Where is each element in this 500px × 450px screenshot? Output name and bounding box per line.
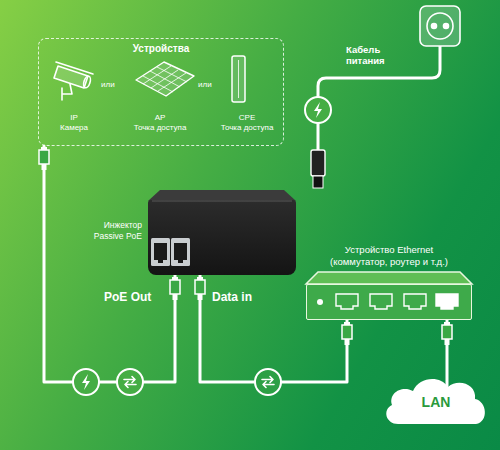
port-notch: [158, 260, 163, 263]
cable-link: [44, 146, 175, 382]
socket-hole: [432, 24, 437, 29]
plug-body: [39, 150, 49, 164]
device-label: Камера: [60, 123, 88, 133]
port-outline: [404, 294, 426, 309]
symbol-circle: [255, 369, 281, 395]
ethernet-port: [370, 294, 392, 309]
rj45-plug: [195, 277, 205, 300]
plug-body: [442, 325, 452, 339]
plug-boot: [345, 339, 350, 345]
device-item: CPEТочка доступа: [213, 57, 281, 143]
device-label: CPE: [239, 113, 255, 123]
injector-label: Инжектор Passive PoE: [82, 220, 142, 242]
lightning-icon: [314, 102, 322, 118]
power-symbol: [73, 369, 99, 395]
ap-grid: [143, 66, 187, 92]
edge-highlight: [152, 200, 292, 202]
ethernet-port: [171, 238, 190, 266]
lan-cloud: LAN: [382, 372, 490, 426]
symbol-circle: [305, 97, 331, 123]
camera-mount: [62, 84, 72, 100]
cloud-label: LAN: [422, 394, 451, 410]
injector-ports: [148, 200, 296, 275]
separator-word: или: [198, 80, 212, 89]
switch-ports: [307, 285, 470, 318]
device-item: IPКамера: [47, 57, 101, 143]
device-group: УстройстваIPКамераAPТочка доступаCPEТочк…: [38, 38, 284, 146]
plug-boot: [198, 294, 203, 300]
data-symbol: [117, 369, 143, 395]
socket-hole: [444, 24, 449, 29]
rj45-plug: [342, 322, 352, 345]
camera-icon: [54, 62, 93, 100]
plug-boot: [42, 164, 47, 170]
socket-ring: [427, 13, 453, 39]
cloud-outline: [386, 379, 485, 424]
exchange-icon: [262, 377, 274, 388]
port-label: PoE Out: [104, 290, 151, 304]
ap-icon: [136, 62, 194, 96]
cable-label: Кабель питания: [346, 44, 396, 67]
poe-injector: Инжектор Passive PoE: [148, 200, 296, 275]
port-outline: [436, 294, 458, 309]
ethernet-device: Устройство Ethernet (коммутатор, роутер …: [306, 284, 472, 320]
plug-boot: [173, 294, 178, 300]
ethernet-port: [436, 294, 458, 309]
port-opening: [154, 243, 167, 260]
rj45-plug: [442, 322, 452, 345]
socket-plate: [420, 6, 460, 46]
port-outline: [370, 294, 392, 309]
ethernet-port: [151, 238, 170, 266]
power-plug: [311, 150, 325, 188]
status-led: [317, 299, 323, 305]
device-label: IP: [70, 113, 78, 123]
cpe-icon: [232, 56, 245, 102]
rj45-plug: [39, 147, 49, 170]
port-outline: [336, 294, 358, 309]
device-label: Точка доступа: [134, 123, 187, 133]
power-symbol: [305, 97, 331, 123]
plug-body: [170, 280, 180, 294]
camera-lens: [82, 75, 91, 88]
data-symbol: [255, 369, 281, 395]
ethernet-port: [404, 294, 426, 309]
group-title: Устройства: [39, 43, 283, 54]
exchange-icon: [124, 377, 136, 388]
ethernet-port: [336, 294, 358, 309]
plug-head: [313, 176, 323, 188]
symbol-circle: [73, 369, 99, 395]
port-notch: [178, 260, 183, 263]
port-label: Data in: [212, 290, 252, 304]
plug-body: [311, 150, 325, 176]
device-label: AP: [155, 113, 166, 123]
cpe-edge: [238, 60, 239, 98]
device-caption: Устройство Ethernet (коммутатор, роутер …: [323, 244, 455, 267]
plug-body: [342, 325, 352, 339]
device-item: APТочка доступа: [123, 57, 197, 143]
plug-body: [195, 280, 205, 294]
camera-hood: [56, 62, 93, 74]
wall-socket: [420, 6, 460, 46]
cpe-body: [232, 56, 245, 102]
rj45-plug: [170, 277, 180, 300]
device-label: Точка доступа: [221, 123, 274, 133]
port-opening: [174, 243, 187, 260]
plug-boot: [445, 339, 450, 345]
separator-word: или: [101, 80, 115, 89]
lightning-icon: [82, 374, 90, 390]
ap-panel: [136, 62, 194, 96]
symbol-circle: [117, 369, 143, 395]
switch-top-face: [306, 272, 472, 284]
